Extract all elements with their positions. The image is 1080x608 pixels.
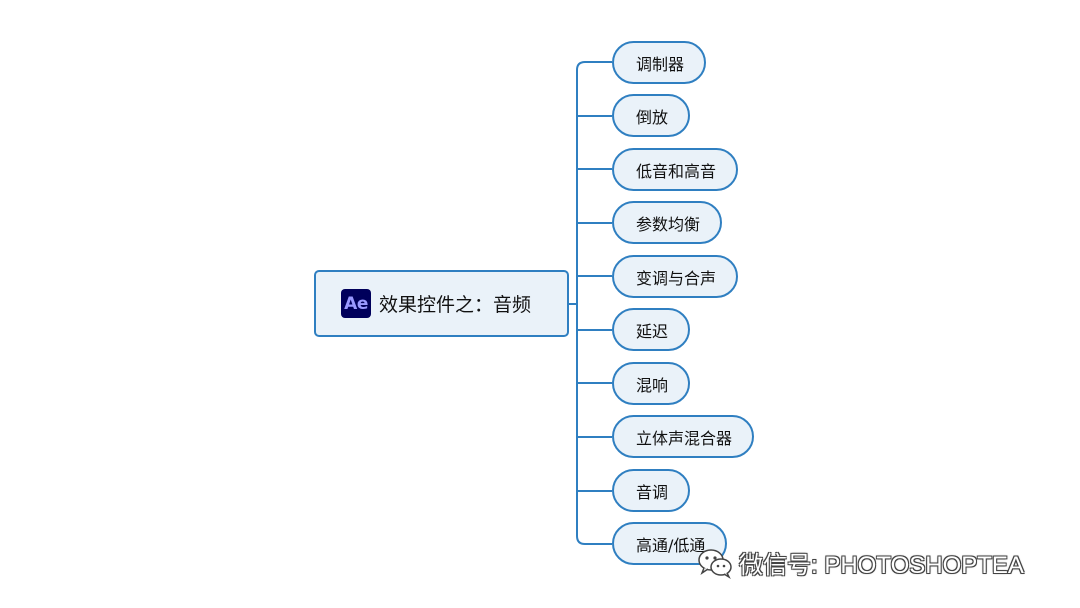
root-node: Ae 效果控件之：音频 [314,270,569,337]
child-node-stereo-mixer: 立体声混合器 [612,415,755,458]
wechat-icon [698,548,732,579]
child-node-backwards: 倒放 [612,94,691,137]
after-effects-logo-icon: Ae [341,289,371,318]
watermark-text: 微信号: PHOTOSHOPTEA [739,552,1024,579]
root-title: 效果控件之：音频 [379,294,532,316]
watermark: 微信号: PHOTOSHOPTEA [697,545,1024,580]
child-node-reverb: 混响 [612,362,691,405]
child-node-flange-chorus: 变调与合声 [612,255,739,298]
child-node-parametric-eq: 参数均衡 [612,201,723,244]
child-node-tone: 音调 [612,469,691,512]
child-node-bass-treble: 低音和高音 [612,148,739,191]
child-node-modulator: 调制器 [612,41,707,84]
child-node-delay: 延迟 [612,308,691,351]
